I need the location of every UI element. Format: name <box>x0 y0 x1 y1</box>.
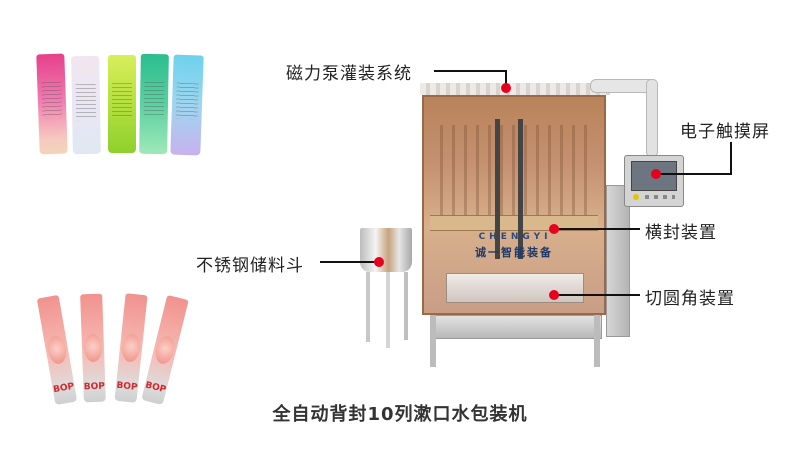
callout-label-round-corner-cutter: 切圆角装置 <box>645 289 735 309</box>
callout-label-stainless-hopper: 不锈钢储料斗 <box>196 256 304 276</box>
hopper-leg-1 <box>366 272 370 342</box>
sample-pouch-bop-4: BOP <box>141 294 189 406</box>
stainless-hopper <box>358 228 414 348</box>
brand-text-en: CHENGYI <box>478 232 552 242</box>
sample-pouch-bop-2: BOP <box>80 293 106 403</box>
callout-label-horizontal-seal: 横封装置 <box>645 223 717 243</box>
packaging-machine: CHENGYI 诚一智能装备 <box>350 75 684 375</box>
emergency-stop-button <box>633 194 639 200</box>
sample-pouch-teal <box>139 53 169 155</box>
machine-inner-frame <box>440 125 590 215</box>
machine-leg-right <box>594 315 600 367</box>
vertical-rod-left <box>495 119 500 259</box>
callout-dot-stainless-hopper <box>374 257 384 267</box>
sample-pouch-blue <box>170 54 204 156</box>
touch-screen-panel <box>624 155 684 207</box>
brand-text-cn: 诚一智能装备 <box>475 246 553 259</box>
vertical-rod-right <box>518 119 523 259</box>
sample-pouch-bop-1: BOP <box>36 294 78 406</box>
control-arm-vertical <box>646 79 658 157</box>
hopper-leg-3 <box>404 272 408 340</box>
callout-dot-round-corner-cutter <box>549 290 559 300</box>
machine-side-panel <box>606 185 630 337</box>
sample-pouch-lilac <box>71 55 101 155</box>
hopper-leg-2 <box>386 272 390 348</box>
callout-line-touch-screen-h <box>657 173 732 175</box>
callout-label-magnetic-pump: 磁力泵灌装系统 <box>286 64 412 84</box>
callout-dot-magnetic-pump <box>501 83 511 93</box>
callout-line-touch-screen-v <box>730 142 732 174</box>
callout-line-round-corner-cutter <box>556 294 640 296</box>
machine-base <box>434 315 602 339</box>
callout-line-horizontal-seal <box>556 228 640 230</box>
sample-pouches-bottom: BOP BOP BOP BOP <box>36 292 190 412</box>
round-corner-cutter-block <box>446 273 584 303</box>
callout-label-touch-screen: 电子触摸屏 <box>680 122 770 142</box>
callout-dot-touch-screen <box>651 169 661 179</box>
callout-dot-horizontal-seal <box>549 224 559 234</box>
callout-line-magnetic-pump-h <box>434 70 506 72</box>
callout-line-stainless-hopper <box>320 261 376 263</box>
sample-pouch-pink <box>36 53 68 155</box>
sample-pouch-green <box>108 55 136 153</box>
control-knobs <box>645 195 675 199</box>
machine-leg-left <box>430 315 436 367</box>
sample-pouch-bop-3: BOP <box>114 293 148 403</box>
callout-line-magnetic-pump-v <box>505 70 507 86</box>
filling-heads <box>420 83 610 95</box>
sample-pouches-top <box>36 52 206 162</box>
hopper-tank <box>360 228 412 272</box>
product-title: 全自动背封10列漱口水包装机 <box>272 404 528 425</box>
